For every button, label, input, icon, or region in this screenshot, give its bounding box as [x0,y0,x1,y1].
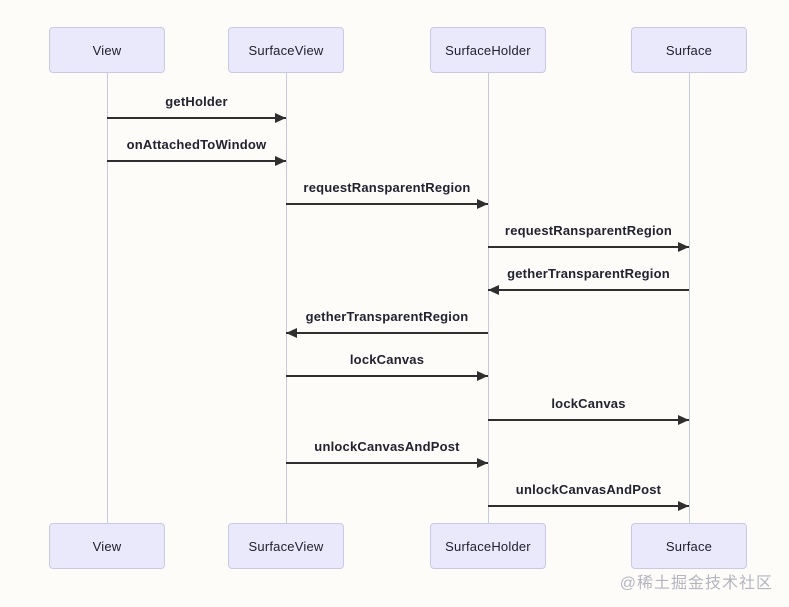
actor-box-top-view: View [49,27,165,73]
actor-label: SurfaceView [248,538,324,554]
actor-label: View [92,42,122,58]
arrowhead-icon [477,371,488,381]
message-3-arrow [286,199,488,209]
arrowhead-icon [488,285,499,295]
message-9-label: unlockCanvasAndPost [314,439,460,454]
message-2-label: onAttachedToWindow [126,137,267,152]
message-3-label: requestRansparentRegion [303,180,471,195]
actor-label: View [92,538,122,554]
message-6-label: getherTransparentRegion [305,309,469,324]
message-1-arrow [107,113,286,123]
message-6-arrow [286,328,488,338]
message-10-label: unlockCanvasAndPost [515,482,662,497]
message-5-label: getherTransparentRegion [507,266,670,281]
arrowhead-icon [286,328,297,338]
arrowhead-icon [275,113,286,123]
actor-label: SurfaceHolder [445,42,531,58]
actor-label: SurfaceView [248,42,324,58]
message-10-arrow [488,501,689,511]
actor-box-top-surfaceview: SurfaceView [228,27,344,73]
message-2-arrow [107,156,286,166]
message-9-arrow [286,458,488,468]
lifeline-surfaceview [286,73,287,523]
arrowhead-icon [678,415,689,425]
message-7-label: lockCanvas [349,352,425,367]
actor-box-bottom-surfaceview: SurfaceView [228,523,344,569]
actor-box-top-surface: Surface [631,27,747,73]
lifeline-surfaceholder [488,73,489,523]
lifeline-view [107,73,108,523]
arrowhead-icon [678,242,689,252]
arrowhead-icon [477,199,488,209]
message-4-arrow [488,242,689,252]
actor-box-top-surfaceholder: SurfaceHolder [430,27,546,73]
arrowhead-icon [477,458,488,468]
actor-label: Surface [665,42,713,58]
message-5-arrow [488,285,689,295]
actor-box-bottom-surfaceholder: SurfaceHolder [430,523,546,569]
message-8-arrow [488,415,689,425]
actor-label: Surface [665,538,713,554]
arrowhead-icon [678,501,689,511]
message-1-label: getHolder [165,94,228,109]
message-7-arrow [286,371,488,381]
arrowhead-icon [275,156,286,166]
message-8-label: lockCanvas [551,396,626,411]
watermark: @稀土掘金技术社区 [619,575,773,592]
message-4-label: requestRansparentRegion [504,223,673,238]
actor-box-bottom-surface: Surface [631,523,747,569]
actor-box-bottom-view: View [49,523,165,569]
actor-label: SurfaceHolder [445,538,531,554]
lifeline-surface [689,73,690,523]
